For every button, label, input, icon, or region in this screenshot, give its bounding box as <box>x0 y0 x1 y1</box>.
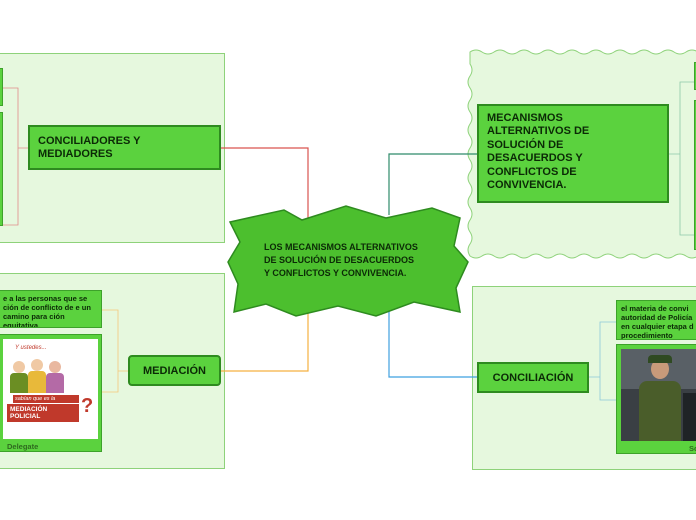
node-mecanismos-label: MECANISMOS ALTERNATIVOS DE SOLUCIÓN DE D… <box>487 112 590 192</box>
connector-mediacion <box>221 300 309 372</box>
conciliacion-note-text: el materia de convi autoridad de Policía… <box>621 304 694 340</box>
node-mediacion-label: MEDIACIÓN <box>143 364 206 377</box>
mediacion-image: Y ustedes... sabían que es la MEDIACIÓN … <box>3 339 98 439</box>
officer-cap-icon <box>648 355 672 363</box>
node-mecanismos[interactable]: MECANISMOS ALTERNATIVOS DE SOLUCIÓN DE D… <box>477 104 669 203</box>
person-icon <box>49 361 61 373</box>
officer-head-icon <box>651 359 669 379</box>
conciliacion-image-card[interactable]: Sc <box>616 344 696 454</box>
connector-mecanismos <box>388 153 477 215</box>
mediacion-image-question: sabían que es la <box>13 395 79 403</box>
mecanismos-subnode-top[interactable] <box>694 62 696 90</box>
connector-conciliadores <box>221 147 309 220</box>
node-conciliacion[interactable]: CONCILIACIÓN <box>477 362 589 393</box>
central-topic[interactable]: LOS MECANISMOS ALTERNATIVOS DE SOLUCIÓN … <box>226 204 470 318</box>
person-icon <box>13 361 25 373</box>
mediacion-image-caption: Delegate <box>7 442 39 451</box>
conciliacion-image-caption: Sc <box>689 444 696 453</box>
person-icon <box>31 359 43 371</box>
node-conciliadores[interactable]: CONCILIADORES Y MEDIADORES <box>28 125 221 170</box>
node-mediacion[interactable]: MEDIACIÓN <box>128 355 221 386</box>
conciliadores-subnode-bottom[interactable] <box>0 112 3 226</box>
question-mark-icon: ? <box>81 395 94 417</box>
mediacion-image-card[interactable]: Y ustedes... sabían que es la MEDIACIÓN … <box>0 334 102 452</box>
mecanismos-subnode-bottom[interactable] <box>694 100 696 250</box>
central-topic-line2: DE SOLUCIÓN DE DESACUERDOS <box>264 254 414 265</box>
mediacion-note-text: e a las personas que se ción de conflict… <box>3 294 91 328</box>
central-topic-line3: Y CONFLICTOS Y CONVIVENCIA. <box>264 268 406 278</box>
conciliacion-note[interactable]: el materia de convi autoridad de Policía… <box>616 300 696 340</box>
mediacion-note[interactable]: e a las personas que se ción de conflict… <box>0 290 102 328</box>
mediacion-image-top-text: Y ustedes... <box>15 345 47 351</box>
central-topic-line1: LOS MECANISMOS ALTERNATIVOS <box>264 242 418 252</box>
mediacion-image-banner: MEDIACIÓN POLICIAL <box>7 404 79 422</box>
node-conciliacion-label: CONCILIACIÓN <box>492 371 574 384</box>
connector-conciliacion <box>388 308 477 378</box>
node-conciliadores-label: CONCILIADORES Y MEDIADORES <box>38 134 141 160</box>
conciliadores-subnode-top[interactable] <box>0 68 3 106</box>
conciliacion-image <box>621 349 696 441</box>
